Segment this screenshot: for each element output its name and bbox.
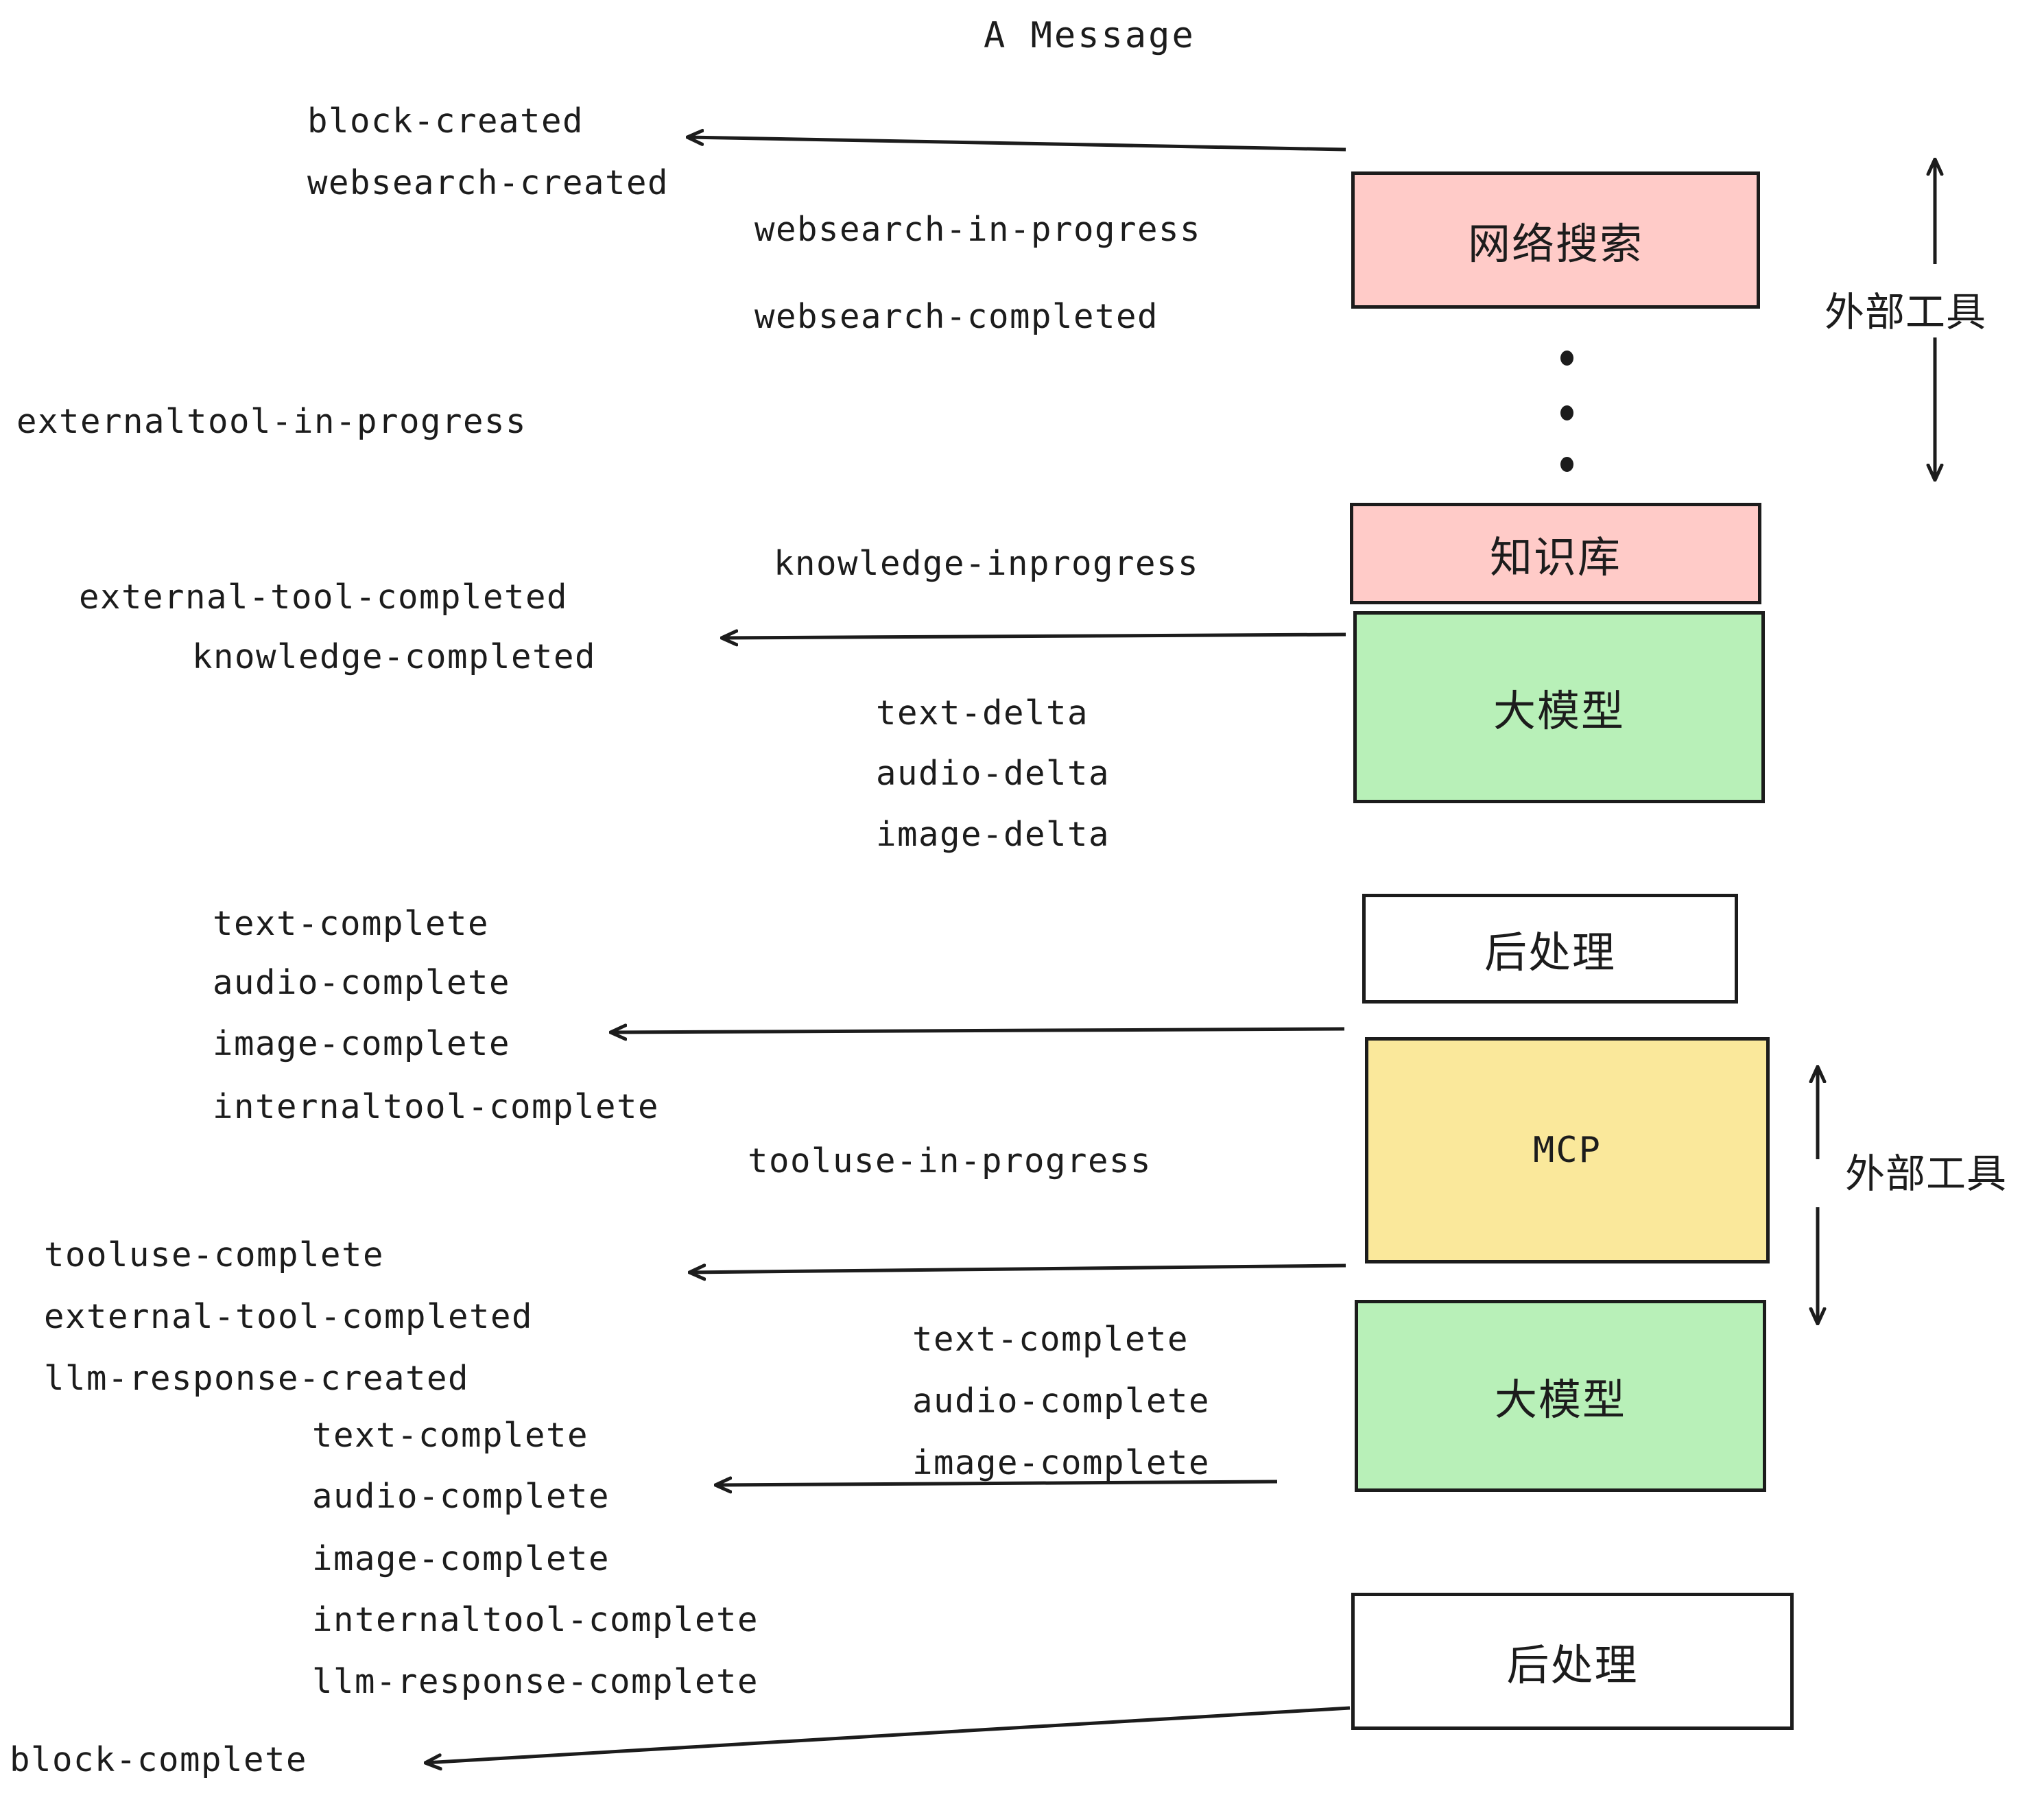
box-websearch-label: 网络搜索 — [1467, 219, 1643, 269]
event-image-complete-2: image-complete — [312, 1539, 610, 1578]
event-internaltool-complete-1: internaltool-complete — [213, 1087, 660, 1126]
event-text-complete-2: text-complete — [312, 1416, 589, 1455]
event-internaltool-complete-2: internaltool-complete — [312, 1600, 759, 1639]
event-external-tool-completed-1: external-tool-completed — [79, 578, 569, 617]
box-websearch[interactable]: 网络搜索 — [1351, 171, 1760, 309]
event-text-delta-2: text-complete — [912, 1320, 1189, 1359]
arrow-websearch-to-blockcreated — [687, 137, 1346, 152]
box-postprocess-2[interactable]: 后处理 — [1351, 1593, 1794, 1730]
arrow-mcp-to-imagecomplete — [610, 1029, 1345, 1032]
box-llm-1[interactable]: 大模型 — [1353, 611, 1765, 803]
event-image-complete-1: image-complete — [213, 1024, 511, 1063]
event-audio-delta-1: audio-delta — [876, 754, 1110, 793]
event-image-delta-2: image-complete — [912, 1443, 1211, 1482]
ellipsis-dot-2 — [1560, 405, 1573, 420]
box-postprocess-2-label: 后处理 — [1506, 1640, 1639, 1690]
event-image-delta-1: image-delta — [876, 815, 1110, 854]
event-tooluse-complete: tooluse-complete — [44, 1235, 385, 1274]
arrow-llm2-to-audiocomplete — [715, 1482, 1278, 1485]
event-llm-response-created: llm-response-created — [44, 1359, 470, 1398]
event-websearch-in-progress: websearch-in-progress — [754, 210, 1202, 249]
event-knowledge-inprogress: knowledge-inprogress — [774, 544, 1200, 583]
label-external-tools-bottom: 外部工具 — [1845, 1150, 2008, 1197]
ellipsis-dot-1 — [1560, 351, 1573, 366]
box-llm-2[interactable]: 大模型 — [1355, 1300, 1766, 1492]
box-postprocess-1-label: 后处理 — [1484, 927, 1616, 977]
box-mcp-label: MCP — [1533, 1130, 1602, 1171]
label-external-tools-top: 外部工具 — [1825, 289, 1987, 335]
diagram-title: A Message — [984, 15, 1196, 56]
event-websearch-created: websearch-created — [307, 163, 669, 202]
arrow-mcp-to-tooluse-complete — [689, 1266, 1346, 1272]
box-llm-2-label: 大模型 — [1494, 1375, 1626, 1425]
ellipsis-dot-3 — [1560, 457, 1573, 472]
box-mcp[interactable]: MCP — [1365, 1037, 1770, 1263]
event-externaltool-in-progress: externaltool-in-progress — [16, 402, 527, 441]
box-postprocess-1[interactable]: 后处理 — [1362, 894, 1738, 1004]
event-tooluse-in-progress: tooluse-in-progress — [748, 1141, 1152, 1180]
box-llm-1-label: 大模型 — [1493, 686, 1625, 736]
event-text-complete-1: text-complete — [213, 904, 490, 943]
box-knowledge[interactable]: 知识库 — [1350, 503, 1761, 604]
event-audio-complete-2: audio-complete — [312, 1477, 610, 1516]
event-external-tool-completed-2: external-tool-completed — [44, 1297, 534, 1336]
event-text-delta-1: text-delta — [876, 693, 1089, 733]
box-knowledge-label: 知识库 — [1489, 532, 1621, 582]
event-websearch-completed: websearch-completed — [754, 297, 1159, 336]
event-block-created: block-created — [307, 102, 584, 141]
event-audio-complete-1: audio-complete — [213, 963, 511, 1002]
arrow-postproc-to-blockcomplete — [425, 1706, 1351, 1763]
arrow-knowledge-to-completed — [722, 634, 1346, 638]
event-knowledge-completed: knowledge-completed — [192, 637, 597, 676]
event-llm-response-complete: llm-response-complete — [312, 1662, 759, 1701]
event-block-complete: block-complete — [10, 1740, 308, 1779]
event-audio-delta-2: audio-complete — [912, 1381, 1211, 1421]
